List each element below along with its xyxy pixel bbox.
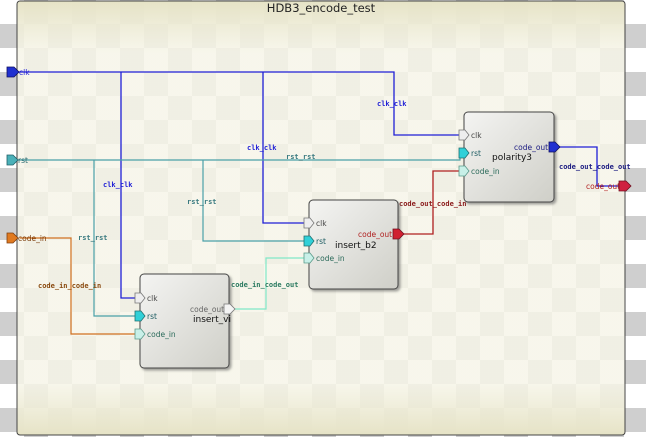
port-arrow-icon <box>548 141 561 153</box>
port-clk[interactable]: clk <box>458 129 482 141</box>
port-arrow-icon <box>303 252 315 264</box>
net-label-clk-insert-b2: clk_clk <box>247 144 277 152</box>
diagram-title: HDB3_encode_test <box>267 1 376 15</box>
port-label: code_in <box>471 167 500 176</box>
wire-polarity-to-out[interactable] <box>559 146 620 187</box>
net-label-b2-to-polarity: code_out_code_in <box>399 200 466 208</box>
net-label-clk-insert-vi: clk_clk <box>103 181 133 189</box>
net-label-rst-insert-vi: rst_rst <box>78 234 108 242</box>
block-polarity3[interactable]: polarity3 clk rst code_in code_out <box>458 111 561 203</box>
port-arrow-icon <box>303 235 315 247</box>
port-arrow-icon <box>458 129 470 141</box>
port-arrow-icon <box>392 228 405 240</box>
port-arrow-icon <box>6 66 20 78</box>
top-port-rst-label: rst <box>18 156 28 165</box>
block-insert-b2[interactable]: insert_b2 clk rst code_in code_out <box>303 199 405 290</box>
net-label-vi-to-b2: code_in_code_out <box>231 281 298 289</box>
port-label: rst <box>471 149 481 158</box>
port-arrow-icon <box>458 147 470 159</box>
block-name: insert_b2 <box>335 241 377 251</box>
top-port-code-in-label: code_in <box>18 234 47 243</box>
port-label: code_in <box>316 254 345 263</box>
port-arrow-icon <box>618 180 632 192</box>
net-label-clk-polarity: clk_clk <box>377 100 407 108</box>
port-code-out[interactable]: code_out <box>358 228 405 240</box>
port-code-in[interactable]: code_in <box>134 328 176 340</box>
port-rst[interactable]: rst <box>458 147 481 159</box>
wire-b2-to-polarity[interactable] <box>402 170 460 235</box>
top-port-code-out-label: code_out <box>586 182 620 191</box>
port-arrow-icon <box>6 232 19 244</box>
port-code-in[interactable]: code_in <box>458 165 500 177</box>
top-port-code-in[interactable]: code_in <box>6 232 47 244</box>
port-arrow-icon <box>303 217 315 229</box>
port-label: code_out <box>514 143 548 152</box>
port-label: code_out <box>190 305 224 314</box>
block-name: polarity3 <box>492 153 532 163</box>
port-rst[interactable]: rst <box>303 235 326 247</box>
port-label: clk <box>147 294 158 303</box>
port-arrow-icon <box>458 165 470 177</box>
net-label-code-in: code_in_code_in <box>38 282 101 290</box>
port-code-out[interactable]: code_out <box>514 141 561 153</box>
top-port-rst[interactable]: rst <box>6 154 28 166</box>
port-label: rst <box>147 312 157 321</box>
port-arrow-icon <box>134 310 146 322</box>
port-label: code_in <box>147 330 176 339</box>
port-label: rst <box>316 237 326 246</box>
port-arrow-icon <box>6 154 19 166</box>
net-label-rst-polarity: rst_rst <box>286 153 316 161</box>
port-label: clk <box>316 219 327 228</box>
port-clk[interactable]: clk <box>134 292 158 304</box>
top-port-clk-label: clk <box>19 68 30 77</box>
wire-code-in[interactable] <box>20 237 137 335</box>
port-arrow-icon <box>134 292 146 304</box>
block-insert-vi[interactable]: insert_vi clk rst code_in code_out <box>134 273 236 369</box>
block-name: insert_vi <box>193 315 231 325</box>
wire-vi-to-b2[interactable] <box>234 257 305 310</box>
port-arrow-icon <box>223 303 236 315</box>
port-rst[interactable]: rst <box>134 310 157 322</box>
port-label: clk <box>471 131 482 140</box>
wire-clk[interactable] <box>18 71 460 299</box>
top-port-clk[interactable]: clk <box>6 66 30 78</box>
net-label-polarity-to-out: code_out_code_out <box>559 163 631 171</box>
port-code-out[interactable]: code_out <box>190 303 236 315</box>
port-label: code_out <box>358 230 392 239</box>
port-code-in[interactable]: code_in <box>303 252 345 264</box>
port-arrow-icon <box>134 328 146 340</box>
top-port-code-out[interactable]: code_out <box>586 180 632 192</box>
net-label-rst-insert-b2: rst_rst <box>187 198 217 206</box>
port-clk[interactable]: clk <box>303 217 327 229</box>
